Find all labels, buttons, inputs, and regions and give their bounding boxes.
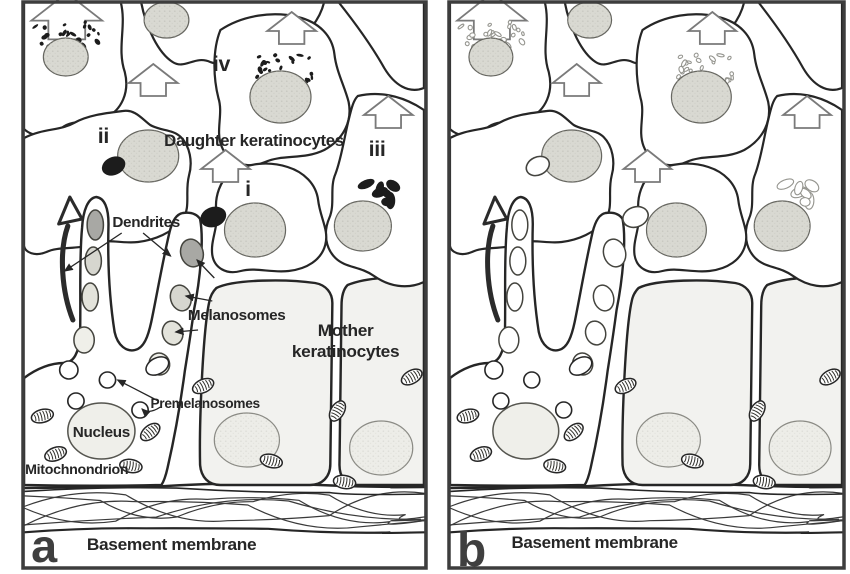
premelanosome bbox=[568, 356, 593, 376]
mitochondrion bbox=[680, 453, 704, 469]
melanin-granules bbox=[676, 52, 735, 85]
premelanosome bbox=[492, 392, 510, 410]
melanosome bbox=[498, 326, 520, 354]
melanosome bbox=[511, 209, 529, 241]
label-nucleus: Nucleus bbox=[73, 424, 130, 441]
mitochondrion bbox=[259, 453, 284, 469]
melanosome bbox=[592, 284, 615, 312]
panel-border bbox=[21, 0, 428, 570]
label-mitochondrion: Mitochnondrion bbox=[25, 461, 128, 477]
premelanosome bbox=[145, 356, 170, 376]
block-arrow-up bbox=[361, 94, 416, 129]
mitochondrion bbox=[119, 458, 143, 474]
block-arrow-up bbox=[550, 62, 604, 97]
melanosome bbox=[81, 282, 100, 312]
melanosome-tip bbox=[622, 205, 649, 229]
block-arrow-up bbox=[685, 10, 739, 45]
melanosome bbox=[86, 209, 105, 241]
label-mother-keratinocytes-2: keratinocytes bbox=[292, 341, 399, 361]
mitochondrion bbox=[469, 446, 493, 462]
mitochondrion bbox=[328, 400, 347, 422]
panel-letter: a bbox=[31, 520, 58, 570]
melanosome-transferred bbox=[101, 156, 126, 176]
nucleus bbox=[67, 402, 136, 460]
mitochondrion bbox=[191, 377, 215, 395]
melanosome bbox=[73, 326, 96, 354]
melanocyte bbox=[448, 195, 626, 487]
label-numeral-iii: iii bbox=[369, 138, 386, 161]
melanin-granules bbox=[776, 178, 820, 210]
migration-arrow bbox=[57, 195, 84, 323]
melanosome bbox=[509, 246, 527, 276]
block-arrow-up bbox=[126, 62, 181, 97]
mitochondrion bbox=[752, 474, 776, 490]
block-arrow-up bbox=[620, 148, 675, 183]
mitochondrion bbox=[30, 408, 55, 424]
label-basement-membrane: Basement membrane bbox=[511, 533, 677, 552]
melanosome bbox=[84, 246, 103, 276]
melanosome bbox=[584, 320, 607, 346]
mitochondrion bbox=[44, 446, 68, 462]
nucleus bbox=[492, 402, 560, 460]
block-arrow-up bbox=[264, 10, 319, 45]
premelanosome bbox=[58, 360, 79, 380]
daughter-keratinocyte-cell bbox=[336, 0, 426, 91]
block-arrow-up bbox=[198, 148, 253, 183]
daughter-keratinocyte-cell bbox=[755, 0, 844, 91]
panel-letter: b bbox=[457, 524, 486, 570]
premelanosome bbox=[98, 371, 117, 389]
premelanosome bbox=[66, 392, 85, 410]
premelanosome bbox=[554, 401, 573, 419]
panel-b: Basement membrane b bbox=[447, 0, 846, 570]
label-premelanosomes: Premelanosomes bbox=[150, 396, 260, 411]
label-melanosomes: Melanosomes bbox=[188, 307, 286, 324]
leader-arrows bbox=[63, 232, 215, 418]
melanosome-tip bbox=[200, 206, 227, 228]
melanosome bbox=[506, 282, 524, 312]
mitochondrion bbox=[456, 408, 480, 424]
label-numeral-i: i bbox=[245, 178, 251, 201]
label-daughter-keratinocytes: Daughter keratinocytes bbox=[164, 131, 344, 150]
mitochondrion bbox=[543, 458, 567, 474]
mitochondrion bbox=[614, 377, 637, 395]
premelanosome bbox=[523, 371, 541, 389]
mitochondrion bbox=[563, 422, 584, 442]
label-mother-keratinocytes-1: Mother bbox=[318, 320, 374, 340]
label-numeral-iv: iv bbox=[213, 53, 231, 76]
label-dendrites: Dendrites bbox=[112, 214, 180, 231]
melanosome bbox=[602, 238, 627, 268]
mitochondrion bbox=[400, 368, 423, 386]
melanosome-transferred bbox=[525, 155, 551, 177]
melanocyte bbox=[22, 195, 203, 487]
premelanosome bbox=[131, 401, 150, 419]
mitochondrion bbox=[139, 422, 161, 442]
label-numeral-ii: ii bbox=[98, 125, 109, 148]
mitochondrion bbox=[819, 368, 841, 386]
mitochondrion bbox=[332, 474, 357, 490]
melanin-granules bbox=[357, 178, 401, 210]
panel-border bbox=[447, 0, 846, 570]
basement-membrane bbox=[449, 482, 844, 535]
premelanosome bbox=[484, 360, 504, 380]
panel-a: Daughter keratinocytesiiiviiiiDendritesM… bbox=[21, 0, 428, 570]
mitochondrion bbox=[748, 400, 766, 422]
migration-arrow bbox=[482, 195, 509, 323]
label-basement-membrane: Basement membrane bbox=[87, 534, 257, 554]
block-arrow-up bbox=[780, 94, 834, 129]
